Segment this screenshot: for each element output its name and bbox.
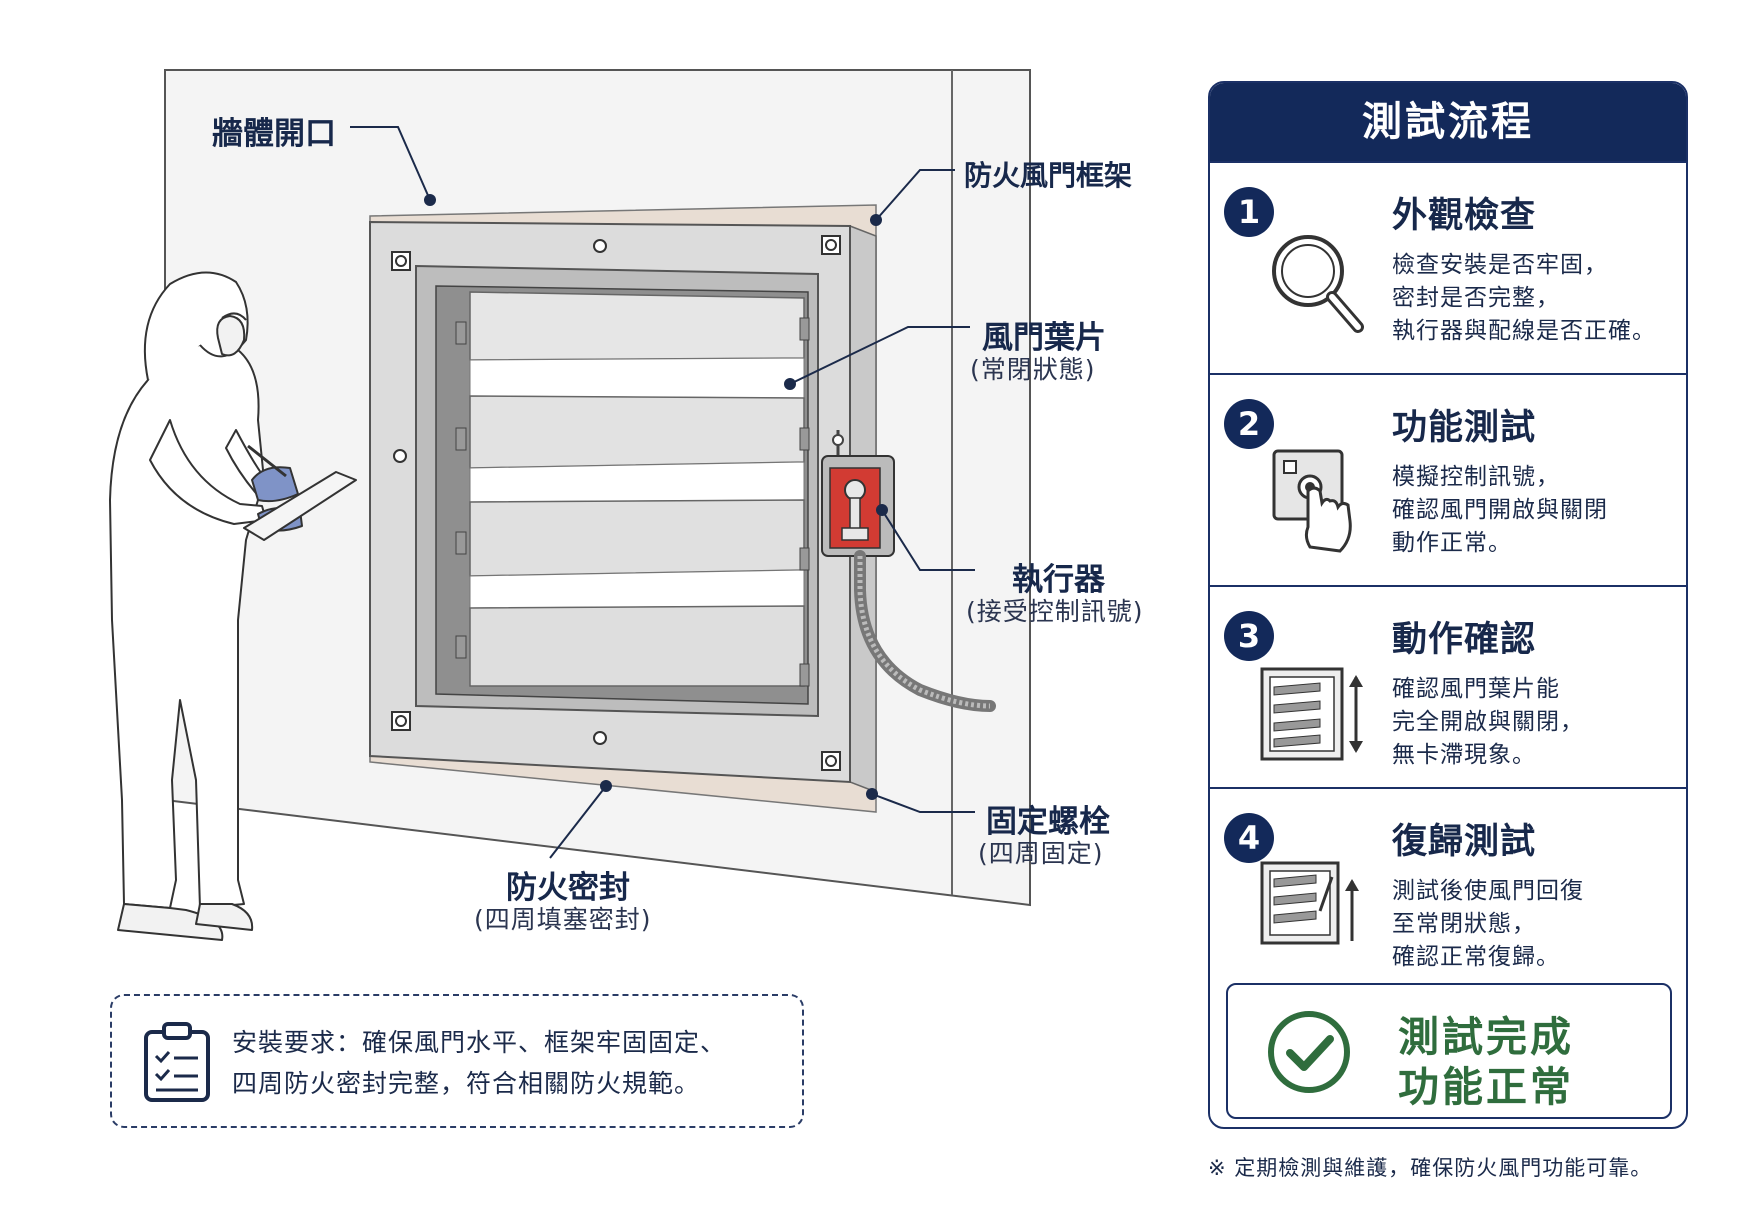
footnote: ※ 定期檢測與維護，確保防火風門功能可靠。 bbox=[1208, 1156, 1653, 1180]
label-damper-blades: 風門葉片 bbox=[982, 320, 1106, 356]
louver-updown-icon bbox=[1260, 667, 1363, 761]
blade bbox=[469, 395, 805, 469]
technician-mask bbox=[216, 315, 246, 357]
label-wall-opening: 牆體開口 bbox=[212, 116, 336, 152]
installation-requirement-note: 安裝要求：確保風門水平、框架牢固固定、 四周防火密封完整，符合相關防火規範。 bbox=[110, 994, 804, 1128]
clipboard-icon bbox=[144, 1022, 210, 1102]
blade-pivot bbox=[455, 531, 467, 555]
note-text: 安裝要求：確保風門水平、框架牢固固定、 四周防火密封完整，符合相關防火規範。 bbox=[232, 1022, 726, 1104]
test-complete-box: 測試完成 功能正常 bbox=[1226, 983, 1672, 1119]
step-description-line: 執行器與配線是否正確。 bbox=[1392, 318, 1656, 344]
test-flow-panel: 測試流程 1 外觀檢查 檢查安裝是否牢固， 密封是否完整， 執行器與配線是否正確… bbox=[1208, 81, 1688, 1129]
label-damper-blades-sub: (常閉狀態) bbox=[970, 355, 1096, 384]
technician-clipboard bbox=[243, 471, 357, 541]
step-title: 復歸測試 bbox=[1392, 822, 1537, 862]
step-description-line: 確認風門開啟與關閉 bbox=[1392, 497, 1608, 523]
step-description: 測試後使風門回復 至常閉狀態， 確認正常復歸。 bbox=[1392, 875, 1584, 974]
blade-pivot bbox=[455, 321, 467, 345]
step-description-line: 檢查安裝是否牢固， bbox=[1392, 252, 1608, 278]
blade-gap bbox=[469, 569, 805, 609]
blade-pivot bbox=[799, 547, 810, 571]
step-title: 功能測試 bbox=[1392, 408, 1537, 448]
blade-gap bbox=[469, 357, 805, 399]
label-fixing-bolts-sub: (四周固定) bbox=[978, 839, 1104, 868]
test-complete-text: 測試完成 bbox=[1398, 1013, 1574, 1061]
blade-pivot bbox=[799, 663, 810, 687]
magnifier-icon bbox=[1272, 235, 1364, 333]
panel-title: 測試流程 bbox=[1210, 83, 1686, 161]
blade bbox=[469, 605, 805, 687]
label-damper-frame: 防火風門框架 bbox=[964, 159, 1133, 192]
step-description-line: 至常閉狀態， bbox=[1392, 911, 1536, 937]
blade-pivot bbox=[799, 317, 810, 341]
step-number: 2 bbox=[1224, 399, 1274, 449]
technician bbox=[109, 271, 357, 941]
damper-blades bbox=[455, 291, 810, 687]
step-description-line: 測試後使風門回復 bbox=[1392, 878, 1584, 904]
step-reset-test: 4 復歸測試 測試後使風門回復 至常閉狀態， 確認正常復歸。 bbox=[1210, 787, 1686, 985]
label-fixing-bolts: 固定螺栓 bbox=[986, 804, 1110, 840]
label-actuator-sub: (接受控制訊號) bbox=[966, 597, 1144, 626]
step-title: 動作確認 bbox=[1392, 620, 1537, 660]
note-line: 四周防火密封完整，符合相關防火規範。 bbox=[232, 1069, 701, 1098]
step-description-line: 完全開啟與關閉， bbox=[1392, 709, 1584, 735]
technician-boot bbox=[195, 903, 254, 931]
note-line: 安裝要求：確保風門水平、框架牢固固定、 bbox=[232, 1028, 727, 1057]
technician-goggle bbox=[221, 312, 247, 321]
label-actuator: 執行器 bbox=[1012, 562, 1105, 598]
actuator bbox=[821, 430, 996, 712]
frame-bolts bbox=[391, 235, 841, 771]
step-description: 檢查安裝是否牢固， 密封是否完整， 執行器與配線是否正確。 bbox=[1392, 249, 1656, 348]
step-number: 3 bbox=[1224, 611, 1274, 661]
callout-lines bbox=[350, 126, 975, 859]
step-description: 模擬控制訊號， 確認風門開啟與關閉 動作正常。 bbox=[1392, 461, 1608, 560]
step-description-line: 無卡滯現象。 bbox=[1392, 742, 1536, 768]
blade bbox=[469, 499, 805, 577]
step-description-line: 確認正常復歸。 bbox=[1392, 944, 1560, 970]
step-visual-inspection: 1 外觀檢查 檢查安裝是否牢固， 密封是否完整， 執行器與配線是否正確。 bbox=[1210, 161, 1686, 375]
check-circle-icon bbox=[1268, 1011, 1350, 1093]
blade-pivot bbox=[455, 635, 467, 659]
step-description-line: 確認風門葉片能 bbox=[1392, 676, 1560, 702]
blade-pivot bbox=[455, 427, 467, 451]
label-fire-seal-sub: (四周填塞密封) bbox=[474, 905, 652, 934]
step-action-confirmation: 3 動作確認 確認風門葉片能 完全開啟與關閉， 無卡滯現象。 bbox=[1210, 585, 1686, 789]
step-number: 1 bbox=[1224, 187, 1274, 237]
step-description: 確認風門葉片能 完全開啟與關閉， 無卡滯現象。 bbox=[1392, 673, 1584, 772]
blade-pivot bbox=[799, 427, 810, 451]
press-button-icon bbox=[1272, 449, 1352, 553]
step-function-test: 2 功能測試 模擬控制訊號， 確認風門開啟與關閉 動作正常。 bbox=[1210, 373, 1686, 587]
louver-reset-icon bbox=[1260, 861, 1359, 945]
label-fire-seal: 防火密封 bbox=[506, 870, 630, 906]
blade bbox=[469, 291, 805, 361]
step-description-line: 密封是否完整， bbox=[1392, 285, 1560, 311]
step-description-line: 動作正常。 bbox=[1392, 530, 1512, 556]
technician-glove bbox=[251, 466, 299, 503]
step-number: 4 bbox=[1224, 813, 1274, 863]
blade-gap bbox=[469, 461, 805, 503]
step-description-line: 模擬控制訊號， bbox=[1392, 464, 1560, 490]
function-normal-text: 功能正常 bbox=[1398, 1063, 1574, 1111]
step-title: 外觀檢查 bbox=[1392, 196, 1537, 236]
callout-dots bbox=[424, 194, 888, 800]
